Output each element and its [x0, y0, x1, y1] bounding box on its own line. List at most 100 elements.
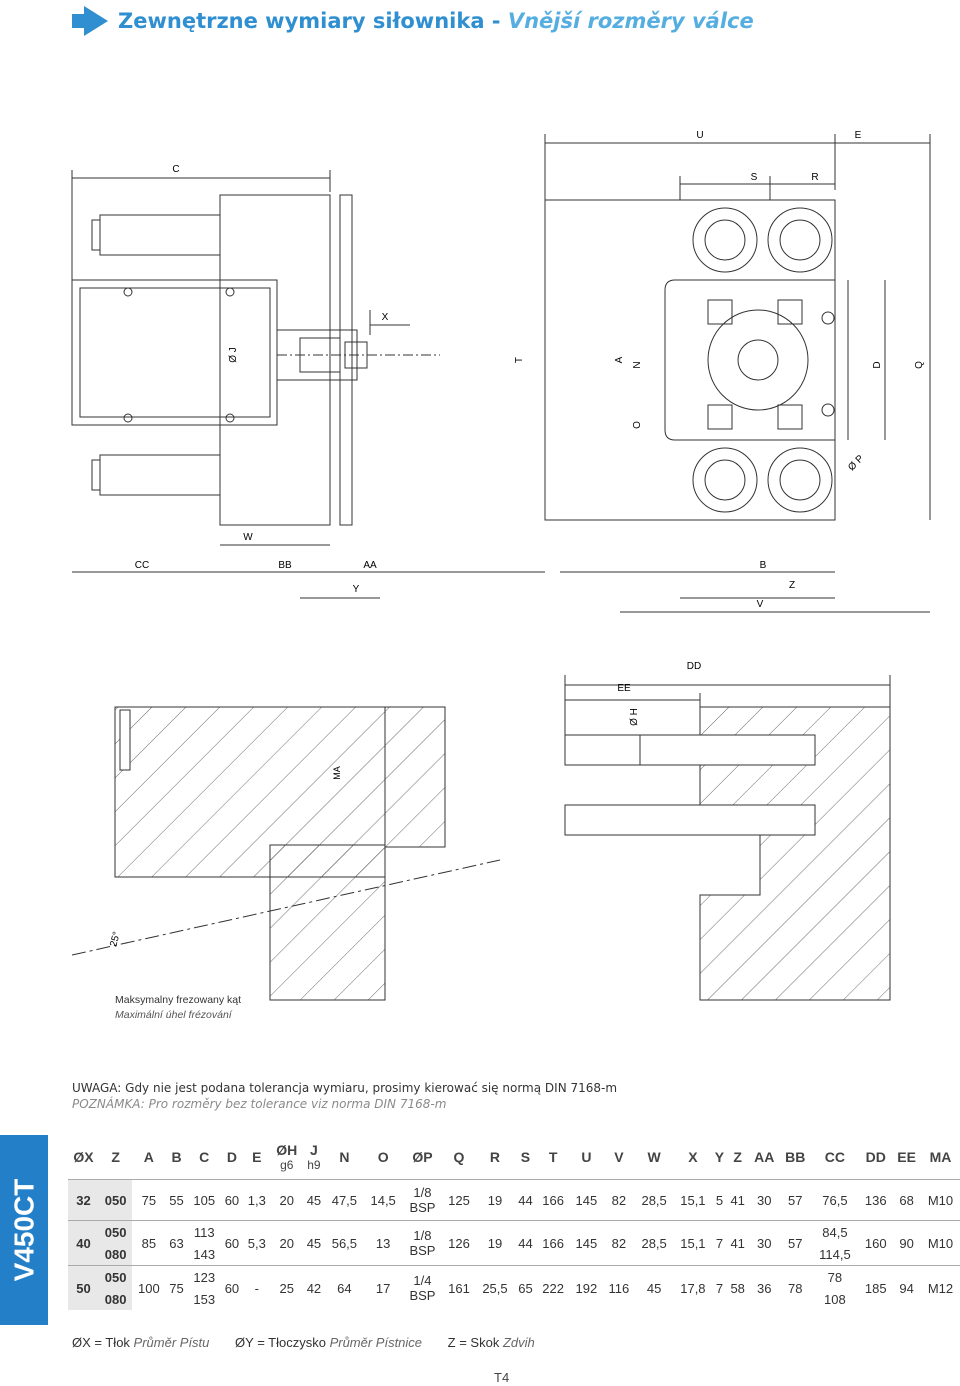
- cell-q: 126: [442, 1220, 476, 1266]
- cell-zz: 58: [726, 1265, 749, 1310]
- cell-s: 44: [514, 1179, 537, 1221]
- cell-n: 47,5: [325, 1179, 364, 1221]
- header-cell: MA: [929, 1149, 952, 1165]
- cell-j: 42: [302, 1265, 325, 1310]
- cell-cc: 114,5: [819, 1246, 851, 1262]
- header-cell: BB: [785, 1149, 806, 1165]
- cell-u: 145: [569, 1220, 603, 1266]
- label-X: X: [382, 312, 389, 323]
- cell-j: 45: [302, 1179, 325, 1221]
- cell-n: 64: [325, 1265, 364, 1310]
- cell-y: 7: [712, 1265, 727, 1310]
- cell-u: 145: [569, 1179, 603, 1221]
- cell-x: 32: [68, 1179, 99, 1221]
- header-cell: AA: [754, 1149, 775, 1165]
- legend-y-cz: Průměr Pístnice: [329, 1335, 423, 1350]
- cell-ma: M10: [920, 1179, 960, 1221]
- cell-xx: 15,1: [673, 1179, 713, 1221]
- cell-dd: 136: [859, 1179, 893, 1221]
- cell-e: 1,3: [243, 1179, 271, 1221]
- header-cell: ØX: [73, 1149, 94, 1165]
- cell-p-thread: BSP: [409, 1288, 436, 1303]
- header-cell: Z: [111, 1149, 120, 1165]
- cell-h: 20: [270, 1220, 303, 1266]
- label-W: W: [243, 532, 253, 543]
- cell-r: 19: [475, 1220, 515, 1266]
- cell-o: 13: [363, 1220, 403, 1266]
- header-cell: X: [688, 1149, 698, 1165]
- cell-dd: 160: [859, 1220, 893, 1266]
- page-header: Zewnętrzne wymiary siłownika - Vnější ro…: [72, 4, 754, 38]
- note-cz: POZNÁMKA: Pro rozměry bez tolerance viz …: [72, 1097, 447, 1111]
- cell-r: 25,5: [475, 1265, 515, 1310]
- cell-aa: 30: [748, 1220, 780, 1266]
- bottom-drawing: DD EE Ø H MA 25° Maksymalny frezowany ką…: [71, 661, 891, 1021]
- header-cell: U: [581, 1149, 592, 1165]
- label-U: U: [696, 130, 703, 141]
- cell-c: 143: [193, 1246, 216, 1262]
- title-pl: Zewnętrzne wymiary siłownika -: [118, 9, 508, 33]
- cell-d: 60: [220, 1179, 243, 1221]
- cell-y: 7: [712, 1220, 727, 1266]
- table-row: 080 153 108: [68, 1288, 960, 1310]
- header-cell: O: [377, 1149, 389, 1165]
- label-AA: AA: [363, 560, 377, 571]
- label-Q: Q: [914, 361, 925, 369]
- label-N: N: [632, 361, 643, 368]
- cell-s: 44: [514, 1220, 537, 1266]
- cell-s: 65: [514, 1265, 537, 1310]
- cell-xx: 15,1: [673, 1220, 713, 1266]
- title-cz: Vnější rozměry válce: [507, 9, 754, 33]
- cell-p-size: 1/4: [413, 1273, 432, 1288]
- label-CC: CC: [135, 560, 149, 571]
- label-C: C: [172, 164, 179, 175]
- label-P: Ø P: [846, 453, 866, 473]
- cell-t: 166: [536, 1179, 570, 1221]
- label-B: B: [760, 560, 767, 571]
- cell-a: 100: [132, 1265, 166, 1310]
- header-cell: C: [199, 1149, 210, 1165]
- header-cell: D: [226, 1149, 237, 1165]
- table-row: 080 143 114,5: [68, 1243, 960, 1266]
- header-text: J: [310, 1142, 318, 1158]
- cell-bb: 78: [779, 1265, 811, 1310]
- label-Y: Y: [353, 584, 360, 595]
- cell-z: 080: [98, 1243, 133, 1266]
- header-cell: R: [489, 1149, 501, 1165]
- cell-w: 28,5: [634, 1220, 674, 1266]
- legend-y-pl: ØY = Tłoczysko: [235, 1335, 330, 1350]
- cell-ee: 90: [892, 1220, 921, 1266]
- legend-x-cz: Průměr Pístu: [133, 1335, 210, 1350]
- cell-z: 080: [98, 1288, 133, 1310]
- cell-p-thread: BSP: [409, 1200, 436, 1215]
- cell-b: 75: [165, 1265, 188, 1310]
- header-cell: Y: [714, 1149, 725, 1165]
- header-cell: T: [548, 1149, 558, 1165]
- cell-c: 105: [187, 1179, 221, 1221]
- label-MA: MA: [332, 766, 342, 780]
- cell-o: 14,5: [363, 1179, 403, 1221]
- header-cell: Z: [733, 1149, 742, 1165]
- label-J: Ø J: [228, 347, 239, 363]
- header-cell: W: [647, 1149, 661, 1165]
- label-H: Ø H: [629, 708, 640, 726]
- cell-bb: 57: [779, 1220, 811, 1266]
- label-T: T: [514, 357, 525, 363]
- header-text: ØH: [276, 1142, 298, 1158]
- cell-c: 123: [187, 1265, 221, 1288]
- header-cell: DD: [865, 1149, 886, 1165]
- cell-ma: M10: [920, 1220, 960, 1266]
- header-cell: E: [252, 1149, 262, 1165]
- header-cell: B: [171, 1149, 182, 1165]
- cell-r: 19: [475, 1179, 515, 1221]
- cell-cc: 76,5: [810, 1179, 860, 1221]
- header-cell: S: [520, 1149, 531, 1165]
- cell-dd: 185: [859, 1265, 893, 1310]
- label-DD: DD: [687, 661, 701, 672]
- cell-aa: 36: [748, 1265, 780, 1310]
- cell-t: 166: [536, 1220, 570, 1266]
